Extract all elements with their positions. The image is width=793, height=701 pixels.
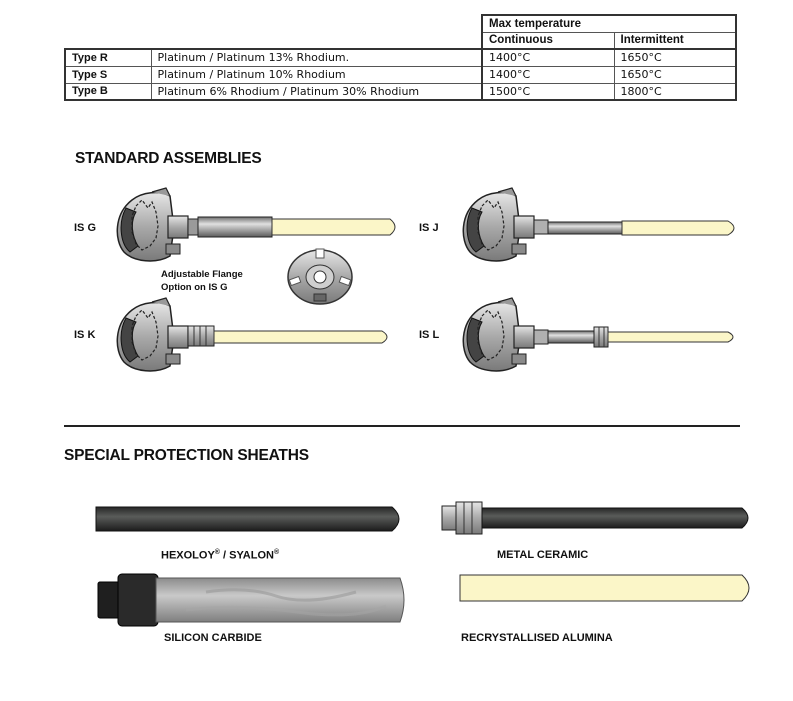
label-is-k: IS K — [74, 329, 96, 341]
silicon-carbide-label: SILICON CARBIDE — [164, 632, 262, 644]
intermittent-cell: 1650°C — [613, 65, 737, 84]
type-cell: Type R — [64, 48, 152, 67]
flange-note-line1: Adjustable Flange — [161, 269, 243, 280]
continuous-cell: 1400°C — [481, 65, 615, 84]
special-sheaths-title: SPECIAL PROTECTION SHEATHS — [64, 447, 309, 464]
label-is-g: IS G — [74, 222, 97, 234]
material-cell: Platinum / Platinum 13% Rhodium. — [150, 48, 483, 67]
intermittent-cell: 1650°C — [613, 48, 737, 67]
section-divider — [64, 425, 740, 427]
metal-ceramic-sheath-image — [441, 501, 749, 535]
alumina-sheath-image — [459, 574, 750, 602]
label-is-l: IS L — [419, 329, 440, 341]
table-row: Type R Platinum / Platinum 13% Rhodium. … — [64, 48, 737, 67]
table-row: Type B Platinum 6% Rhodium / Platinum 30… — [64, 82, 737, 101]
material-cell: Platinum 6% Rhodium / Platinum 30% Rhodi… — [150, 82, 483, 101]
assembly-is-j-image — [462, 187, 735, 262]
table-header-row: Max temperature — [65, 14, 737, 33]
assembly-is-l-image — [462, 297, 734, 372]
temperature-table: Max temperature Continuous Intermittent … — [64, 14, 737, 101]
continuous-cell: 1400°C — [481, 48, 615, 67]
assembly-is-g-image — [116, 187, 396, 262]
assembly-is-k-image — [116, 297, 388, 372]
hexoloy-sheath-image — [95, 506, 400, 532]
adjustable-flange-image — [287, 248, 353, 305]
intermittent-cell: 1800°C — [613, 82, 737, 101]
max-temperature-header: Max temperature — [481, 14, 737, 33]
label-is-j: IS J — [419, 222, 439, 234]
standard-assemblies-title: STANDARD ASSEMBLIES — [75, 150, 262, 167]
material-cell: Platinum / Platinum 10% Rhodium — [150, 65, 483, 84]
continuous-header: Continuous — [481, 31, 615, 50]
alumina-label: RECRYSTALLISED ALUMINA — [461, 632, 613, 644]
metal-ceramic-label: METAL CERAMIC — [497, 549, 589, 561]
silicon-carbide-sheath-image — [97, 573, 405, 627]
flange-note-line2: Option on IS G — [161, 282, 228, 293]
flange-note: Adjustable Flange Option on IS G — [161, 268, 243, 294]
table-row: Type S Platinum / Platinum 10% Rhodium 1… — [64, 65, 737, 84]
continuous-cell: 1500°C — [481, 82, 615, 101]
intermittent-header: Intermittent — [613, 31, 737, 50]
table-subheader-row: Continuous Intermittent — [65, 31, 737, 50]
hexoloy-syalon-label: HEXOLOY® / SYALON® — [161, 549, 280, 562]
type-cell: Type S — [64, 65, 152, 84]
type-cell: Type B — [64, 82, 152, 101]
